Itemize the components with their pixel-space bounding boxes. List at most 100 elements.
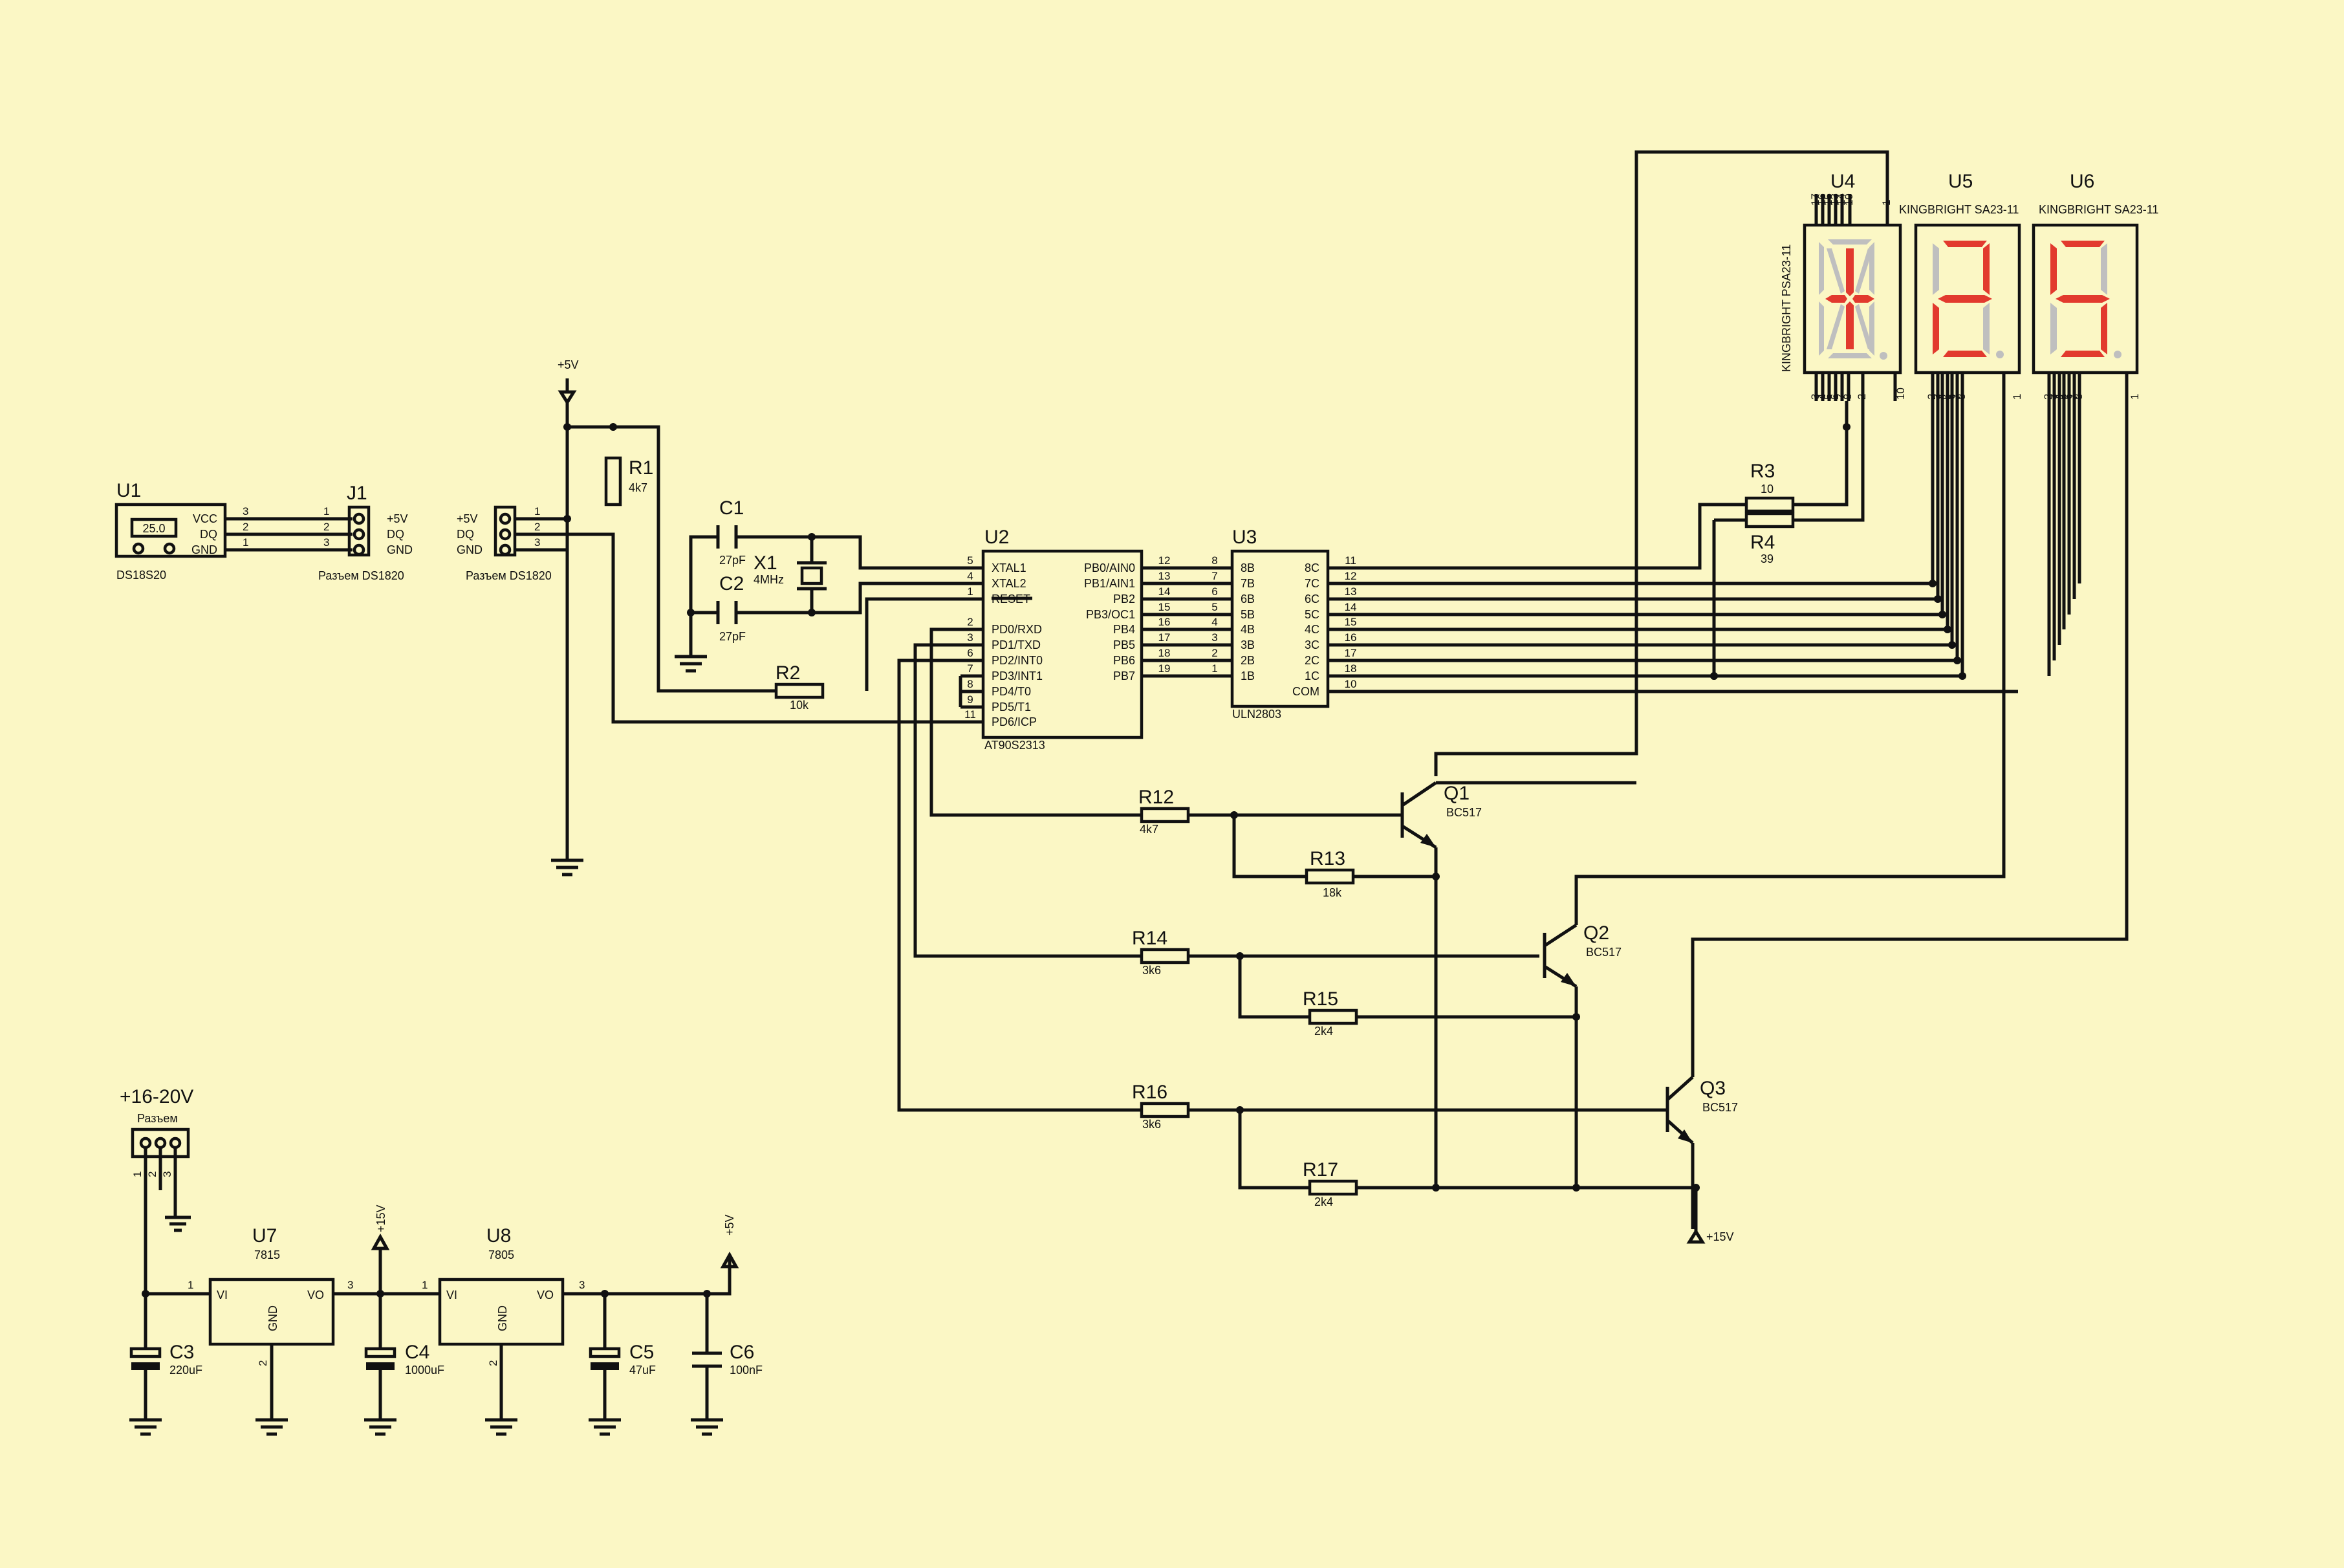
u3-ref: U3 [1232, 527, 1257, 548]
resistor-r15: R15 2k4 [1303, 988, 1358, 1038]
segment-g [2056, 295, 2110, 303]
u1-ground-icon [163, 542, 176, 555]
u6-ref: U6 [2070, 171, 2094, 192]
segment-e [1933, 303, 1939, 354]
segment-c [2101, 303, 2107, 354]
r17-value: 2k4 [1314, 1195, 1333, 1208]
u5-bottom-pin: 2 [1926, 394, 1938, 400]
j2-pin-num: 1 [534, 505, 540, 517]
display-u5: U5 KINGBRIGHT SA23-11 [1899, 171, 2021, 676]
u1-pin-dq: DQ [200, 528, 217, 541]
u2-pin-name: PB0/AIN0 [1084, 561, 1135, 574]
segment-g2 [1852, 295, 1874, 303]
segment-dp [1996, 351, 2004, 358]
segment-g [1938, 295, 1992, 303]
r3-value: 10 [1761, 483, 1774, 495]
j2-pin-dq: DQ [457, 528, 474, 541]
u3-pin-name: 2C [1305, 654, 1319, 667]
j1-pin-dq: DQ [387, 528, 404, 541]
u1-ref: U1 [116, 480, 141, 501]
u6-body [2032, 223, 2139, 375]
u3-pin-name: 7B [1241, 577, 1255, 590]
resistor-r14: R14 3k6 [1132, 928, 1190, 977]
u2-pin-name: PB3/OC1 [1086, 608, 1135, 621]
vcc5-label: +5V [723, 1214, 736, 1236]
r12-ref: R12 [1138, 787, 1174, 808]
pwr-part: Разъем [137, 1112, 178, 1125]
u3-pin-number: 3 [1211, 631, 1217, 644]
u3-pin-name: 3B [1241, 638, 1255, 651]
base-wires [1188, 813, 1696, 1190]
j1-pin-num: 3 [323, 536, 329, 549]
segment-b [1983, 243, 1990, 295]
segment-e [2050, 303, 2057, 354]
r4-ref: R4 [1750, 532, 1775, 553]
u8-pin: 2 [487, 1360, 499, 1366]
pwr-pin: 1 [131, 1171, 144, 1177]
u3-pin-number: 6 [1211, 585, 1217, 598]
u1-display-value: 25.0 [142, 522, 165, 535]
u3-pin-number: 18 [1345, 662, 1357, 675]
u3-part: ULN2803 [1232, 708, 1281, 721]
resistor-r12: R12 4k7 [1138, 787, 1190, 836]
crystal-x1: X1 4MHz [754, 552, 827, 591]
u2-pin-number: 8 [967, 678, 973, 690]
u5-bottom-pin: 4 [1935, 394, 1948, 400]
segment-a [1943, 241, 1987, 247]
capacitor-c1: C1 27pF [716, 497, 746, 567]
resistor-r17: R17 2k4 [1303, 1159, 1358, 1208]
u1-pin-gnd: GND [191, 543, 217, 556]
vcc15-label: +15V [374, 1204, 387, 1232]
c3-ref: C3 [169, 1342, 194, 1363]
u4-bottom-pin: 10 [1894, 387, 1907, 400]
resistor-r16: R16 3k6 [1132, 1082, 1190, 1131]
u2-pin-name: PB4 [1113, 623, 1135, 636]
u4-bottom-pin: 8 [1841, 394, 1854, 400]
u8-pin: 3 [579, 1279, 585, 1291]
ground-symbols [129, 1418, 723, 1436]
u3-pin-number: 11 [1345, 554, 1356, 567]
segment-a [1828, 239, 1872, 245]
j2-pin-5v: +5V [457, 512, 478, 525]
r4-value: 39 [1761, 552, 1774, 565]
vcc15-symbol-2: +15V [371, 1204, 390, 1294]
j2-pin-num: 3 [534, 536, 540, 549]
vcc15-label: +15V [1706, 1230, 1734, 1243]
segment-f [1819, 242, 1824, 295]
u6-anode-wire [1691, 401, 2129, 1077]
u3-pin-name: 8C [1305, 561, 1319, 574]
j1-pin-gnd: GND [387, 543, 413, 556]
connector-j1: J1 Разъем DS1820 1 2 3 +5V DQ GND [318, 483, 413, 582]
u1-pin-num: 1 [243, 536, 248, 549]
r3-ref: R3 [1750, 461, 1775, 482]
display-u4: U4 KINGBRIGHT PSA23-11 [1780, 171, 1902, 431]
u2-pin-number: 7 [967, 662, 973, 675]
u7-gnd: GND [266, 1305, 279, 1331]
j2-pin-num: 2 [534, 521, 540, 533]
u3-pin-name: 5C [1305, 608, 1319, 621]
u5-ref: U5 [1948, 171, 1973, 192]
u2-pin-name: PB5 [1113, 638, 1135, 651]
segment-m [1827, 304, 1845, 349]
sensor-u1: 25.0 U1 DS18S20 VCC DQ GND 3 2 1 [114, 480, 248, 582]
u3-pin-number: 13 [1345, 585, 1357, 598]
transistor-q1: Q1 BC517 [1400, 781, 1636, 849]
regulator-u8: U8 7805 VI VO GND 1 3 2 [422, 1225, 585, 1420]
u4-top-pin: 19 [1843, 193, 1855, 206]
c1-ref: C1 [719, 497, 744, 519]
u3-pin-number: 15 [1345, 616, 1357, 628]
u3-pin-name: 2B [1241, 654, 1255, 667]
u2-pin-number: 1 [967, 585, 973, 598]
u3-pin-number: 8 [1211, 554, 1217, 567]
u2-pin-name: PD1/TXD [992, 638, 1041, 651]
crystal-wires [689, 535, 960, 657]
u7-pin: 3 [347, 1279, 353, 1291]
vcc5-label: +5V [558, 358, 579, 371]
u5-bottom-pin: 1 [2011, 394, 2023, 400]
resistor-r13: R13 18k [1305, 848, 1355, 899]
j1-pin-num: 2 [323, 521, 329, 533]
u6-bottom-pin: 6 [2062, 394, 2074, 400]
c6-value: 100nF [730, 1364, 763, 1377]
capacitor-c6: C6 100nF [692, 1294, 763, 1420]
u2-pin-name: PD4/T0 [992, 685, 1031, 698]
